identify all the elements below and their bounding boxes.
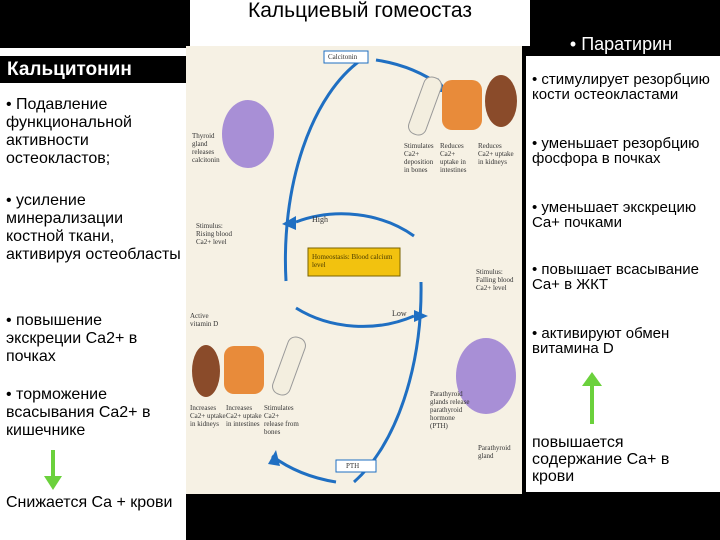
kidney-icon <box>485 75 517 127</box>
bottom-right-filler <box>522 492 720 540</box>
effect-label: Stimulates Ca2+ release from bones <box>264 404 299 436</box>
diagram-graphics <box>186 46 522 494</box>
bone-icon <box>272 336 306 396</box>
thyroid-gland-icon <box>222 100 274 168</box>
calcitonin-heading: Кальцитонин <box>7 59 132 80</box>
high-label: High <box>312 215 328 224</box>
calcitonin-label: Calcitonin <box>328 53 358 61</box>
active-vitamin-d-label: Active vitamin D <box>190 312 219 328</box>
parathyroid-gland-label: Parathyroid gland <box>478 444 511 460</box>
thyroid-label: Thyroid gland releases calcitonin <box>192 132 220 164</box>
kidney-icon <box>192 345 220 397</box>
parathyrin-item-3: • уменьшает экскрецию Ca+ почками <box>532 199 697 231</box>
bone-icon <box>408 76 442 136</box>
page-title: Кальциевый гомеостаз <box>190 0 530 46</box>
calcitonin-item-2: • усиление минерализации костной ткани, … <box>6 192 181 263</box>
parathyrin-item-2: • уменьшает резорбцию фосфора в почках <box>532 135 700 167</box>
homeostasis-label: Homeostasis: Blood calcium level <box>312 253 393 269</box>
pth-label: PTH <box>346 462 360 470</box>
parathyroid-release-label: Parathyroid glands release parathyroid h… <box>430 390 470 430</box>
calcitonin-item-3: • повышение экскреции Ca2+ в почках <box>6 312 138 365</box>
pth-box <box>335 459 377 473</box>
effect-label: Reduces Ca2+ uptake in intestines <box>440 142 467 174</box>
calcitonin-item-4: • торможение всасывания Ca2+ в кишечнике <box>6 386 151 439</box>
intestine-icon <box>224 346 264 394</box>
calcitonin-result: Снижается Ca + крови <box>6 494 173 511</box>
calcitonin-box <box>323 50 369 64</box>
effect-label: Reduces Ca2+ uptake in kidneys <box>478 142 514 166</box>
parathyroid-gland-icon <box>456 338 516 414</box>
effect-label: Stimulates Ca2+ deposition in bones <box>404 142 434 174</box>
parathyrin-panel <box>526 56 720 492</box>
homeostasis-diagram: Calcitonin PTH Thyroid gland releases ca… <box>186 46 522 494</box>
down-arrow-icon <box>44 450 62 490</box>
parathyrin-item-5: • активируют обмен витамина D <box>532 325 670 357</box>
parathyrin-item-1: • стимулирует резорбцию кости остеокласт… <box>532 71 710 103</box>
intestine-icon <box>442 80 482 130</box>
low-label: Low <box>392 309 407 318</box>
calcitonin-heading-bar: Кальцитонин <box>0 56 186 83</box>
calcitonin-item-1: • Подавление функциональной активности о… <box>6 96 132 167</box>
stimulus-rising-label: Stimulus: Rising blood Ca2+ level <box>196 222 232 246</box>
effect-label: Increases Ca2+ uptake in kidneys <box>190 404 226 428</box>
homeostasis-box <box>307 247 401 277</box>
parathyrin-item-4: • повышает всасывание Ca+ в ЖКТ <box>532 261 699 293</box>
parathyrin-result: повышается содержание Ca+ в крови <box>532 434 670 485</box>
effect-label: Increases Ca2+ uptake in intestines <box>226 404 262 428</box>
parathyrin-heading: • Паратирин <box>569 34 673 54</box>
calcitonin-panel <box>0 48 186 540</box>
stimulus-falling-label: Stimulus: Falling blood Ca2+ level <box>476 268 514 292</box>
up-arrow-icon <box>582 372 602 424</box>
